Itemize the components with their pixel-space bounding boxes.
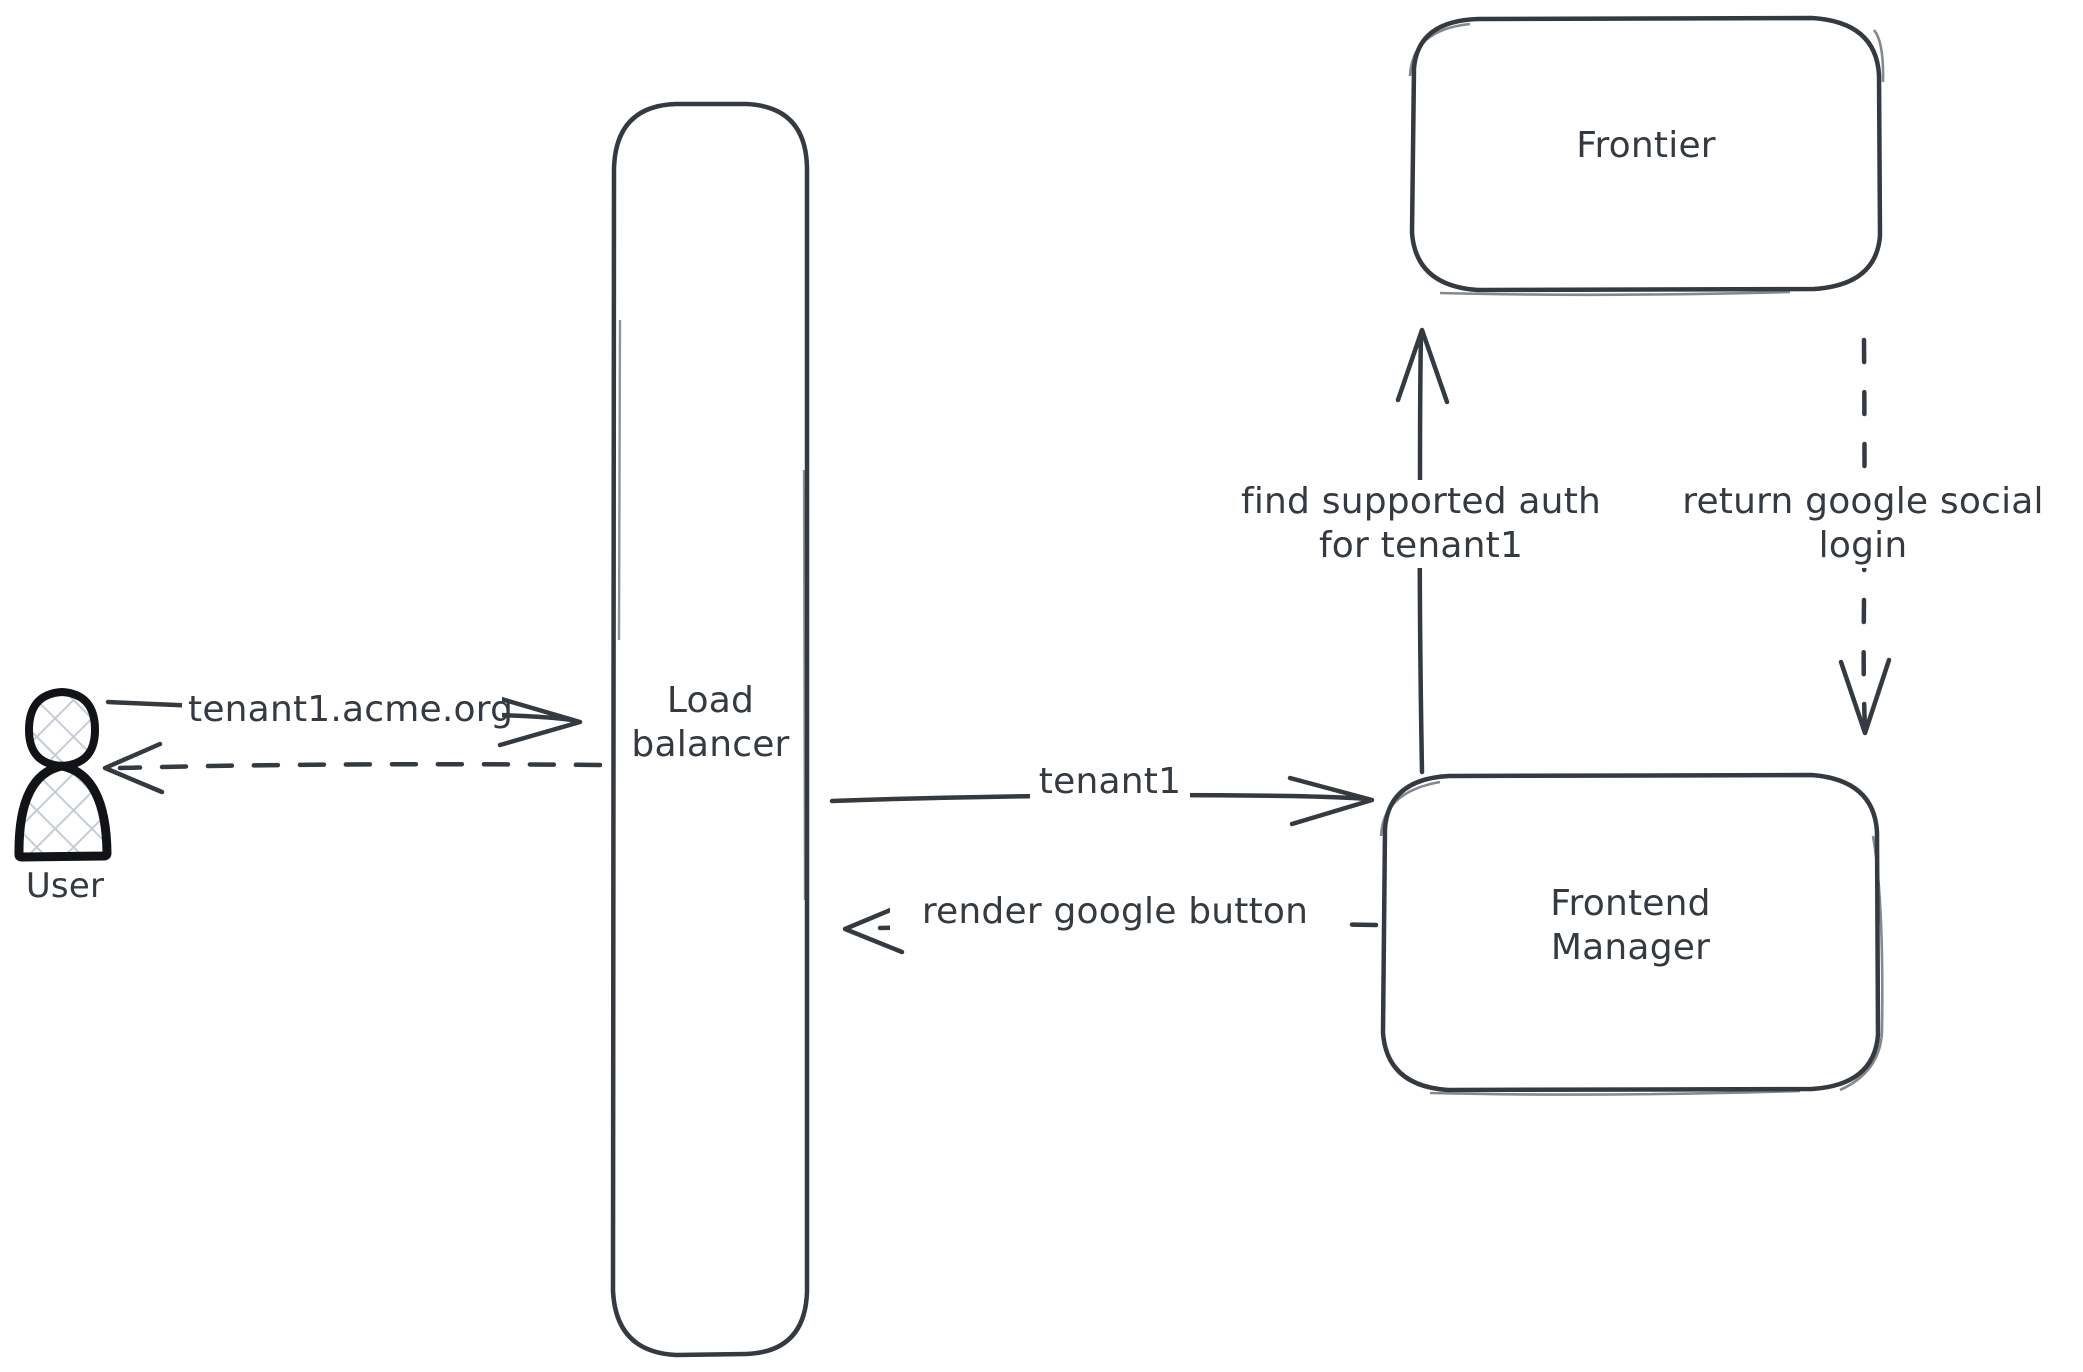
edge-lb-to-user-line xyxy=(117,761,603,771)
frontier-shape xyxy=(1409,15,1883,293)
frontier-node xyxy=(1408,15,1885,297)
load-balancer-shape xyxy=(610,101,810,1358)
user-head-icon xyxy=(25,688,99,770)
edge-user-to-load-balancer xyxy=(105,695,583,748)
load-balancer-sketch-stroke xyxy=(617,319,807,901)
edge-fm-to-frontier-arrowhead xyxy=(1395,327,1450,405)
edge-fm-to-frontier-line xyxy=(1417,333,1425,775)
edge-lb-to-fm-line xyxy=(829,792,1371,804)
edge-frontier-to-fm-arrowhead xyxy=(1838,657,1892,736)
frontier-sketch-stroke xyxy=(1408,22,1885,297)
edge-user-to-lb-line xyxy=(105,699,579,724)
edge-frontend-manager-to-frontier xyxy=(1395,327,1450,775)
load-balancer-node xyxy=(610,101,810,1358)
edge-lb-to-user-arrowhead xyxy=(102,741,165,795)
edge-load-balancer-to-frontend-manager xyxy=(829,775,1375,827)
user-body-icon xyxy=(14,761,112,862)
edge-fm-to-lb-line xyxy=(877,921,1379,931)
frontend-manager-sketch-stroke xyxy=(1379,780,1884,1096)
edge-fm-to-lb-arrowhead xyxy=(842,903,905,955)
edge-frontier-to-frontend-manager xyxy=(1838,337,1892,736)
frontend-manager-node xyxy=(1379,772,1884,1096)
edge-frontend-manager-to-load-balancer xyxy=(842,903,1379,955)
edge-user-to-lb-arrowhead xyxy=(495,695,583,748)
edge-frontier-to-fm-line xyxy=(1861,337,1868,729)
frontend-manager-shape xyxy=(1380,772,1881,1093)
user-actor xyxy=(14,688,112,862)
edge-lb-to-fm-arrowhead xyxy=(1287,775,1375,827)
edge-load-balancer-to-user xyxy=(102,741,603,795)
